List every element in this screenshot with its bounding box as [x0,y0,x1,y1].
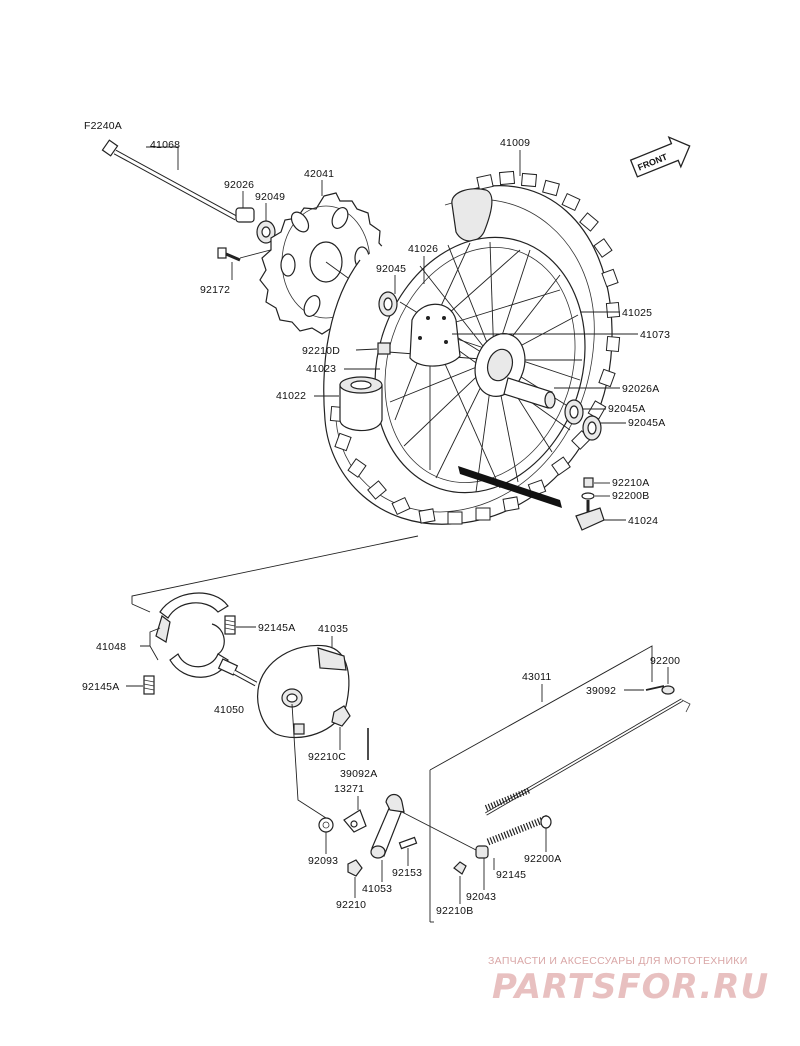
spring-92145A-1 [224,615,236,635]
brake-panel-41035 [257,644,350,739]
figure-code: F2240A [84,120,122,132]
spring-92145A-2 [143,675,155,695]
part-label-41022: 41022 [276,390,306,402]
part-label-92210A: 92210A [612,477,649,489]
part-label-41053: 41053 [362,883,392,895]
part-label-92093: 92093 [308,855,338,867]
trunnion-92043 [475,845,489,859]
part-label-41035: 41035 [318,623,348,635]
washer-92200A [540,815,552,829]
part-label-92210B: 92210B [436,905,473,917]
watermark-tagline: ЗАПЧАСТИ И АКСЕССУАРЫ ДЛЯ МОТОТЕХНИКИ [488,955,748,967]
brake-group-bracket [131,535,419,604]
part-label-92200: 92200 [650,655,680,667]
part-label-92026: 92026 [224,179,254,191]
axle-41068 [101,139,238,221]
part-label-39092: 39092 [586,685,616,697]
wing-nut-92210B [453,861,467,875]
rim-lock-41024 [575,500,605,531]
plate-13271 [343,809,367,833]
nut-92210D [377,342,391,355]
bolt-92172 [217,247,241,262]
part-label-41009: 41009 [500,137,530,149]
part-label-92049: 92049 [255,191,285,203]
valve-pointer-band [458,466,562,508]
valve-nut-92210A [583,477,594,488]
part-label-92200A: 92200A [524,853,561,865]
nut-92210 [347,859,363,877]
part-label-41073: 41073 [640,329,670,341]
part-label-39092A: 39092A [340,768,377,780]
bolt-92153 [398,836,418,850]
washer-92200 [661,685,675,695]
part-label-13271: 13271 [334,783,364,795]
part-label-43011: 43011 [522,671,551,683]
part-label-41068: 41068 [150,139,180,151]
hub-41073 [409,303,526,397]
part-label-92153: 92153 [392,867,422,879]
bearing-92045A-1 [564,399,584,425]
front-direction-arrow: FRONT [629,135,691,178]
chain-adjuster-41022 [339,376,383,432]
cotter-pin-39092 [645,685,665,691]
part-label-92145A-1: 92145A [258,622,295,634]
bearing-92045A-2 [582,415,602,441]
bearing-92045 [378,291,398,317]
part-label-41048: 41048 [96,641,126,653]
collar-92026A [503,377,556,409]
part-label-92145A-2: 92145A [82,681,119,693]
part-label-92045A-2: 92045A [628,417,665,429]
brake-rod-43011 [484,698,691,816]
leader-41068 [146,146,179,170]
brake-shoes-41048 [155,592,229,678]
part-label-92210D: 92210D [302,345,340,357]
part-label-41026: 41026 [408,243,438,255]
part-label-92200B: 92200B [612,490,649,502]
part-label-41024: 41024 [628,515,658,527]
part-label-41025: 41025 [622,307,652,319]
part-label-41050: 41050 [214,704,244,716]
part-label-41023: 41023 [306,363,336,375]
brake-cam-41050 [217,658,258,687]
part-label-92172: 92172 [200,284,230,296]
part-label-92210C: 92210C [308,751,346,763]
part-label-92043: 92043 [466,891,496,903]
part-label-92145: 92145 [496,869,526,881]
part-label-92045A-1: 92045A [608,403,645,415]
seal-92093 [318,817,334,833]
nut-92210C [331,705,351,727]
brake-lever-41053 [370,793,405,859]
part-label-92026A: 92026A [622,383,659,395]
part-label-42041: 42041 [304,168,334,180]
spring-92145 [486,814,550,846]
leader-cam-to-seal [291,703,327,819]
tire-section-cut [451,188,493,242]
collar-92026 [235,207,255,223]
part-label-92210: 92210 [336,899,366,911]
watermark-brand: PARTSFOR.RU [492,967,769,1007]
part-label-92045: 92045 [376,263,406,275]
washer-92200B [581,492,595,500]
